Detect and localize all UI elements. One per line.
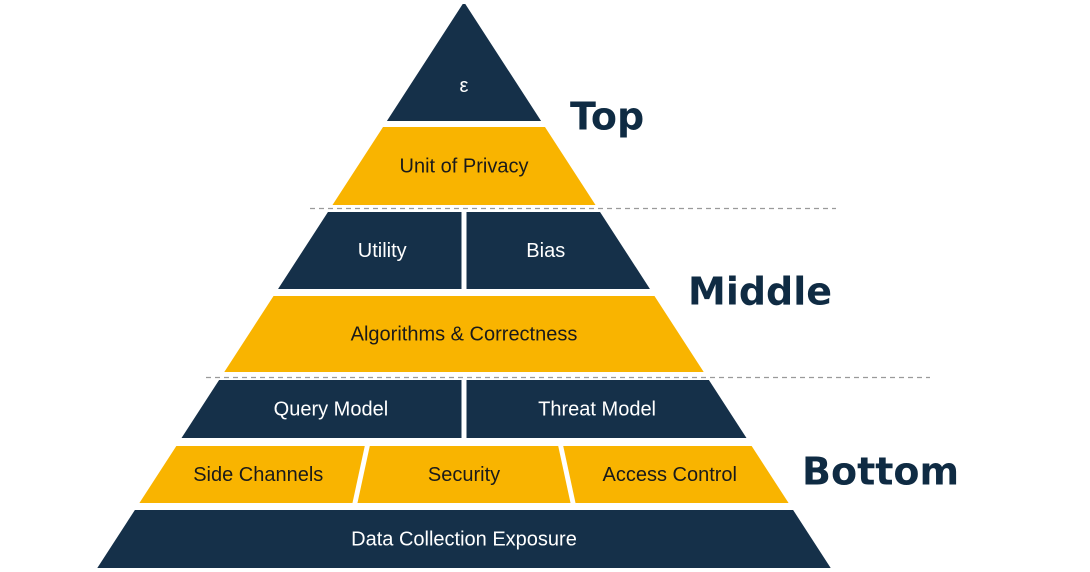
pyramid-cell-label-r1-c0: Unit of Privacy xyxy=(400,155,529,177)
pyramid-cell-r3-c0 xyxy=(224,296,704,372)
tier-label-top: Top xyxy=(570,95,644,139)
pyramid-cell-label-r2-c1: Bias xyxy=(526,240,565,262)
pyramid-cell-label-r3-c0: Algorithms & Correctness xyxy=(351,323,578,345)
pyramid-cell-label-r5-c2: Access Control xyxy=(603,464,738,486)
pyramid-cell-r1-c0 xyxy=(332,127,596,205)
pyramid-cell-label-r2-c0: Utility xyxy=(358,240,407,262)
pyramid-cell-label-r5-c0: Side Channels xyxy=(193,464,323,486)
pyramid-cell-label-r4-c1: Threat Model xyxy=(538,398,656,420)
pyramid-cell-r5-c2 xyxy=(563,446,789,503)
pyramid-cell-r2-c0 xyxy=(278,212,462,289)
pyramid-cell-r0-c0 xyxy=(386,4,542,121)
pyramid-cell-r5-c1 xyxy=(357,446,571,503)
pyramid-cell-r4-c1 xyxy=(466,380,747,438)
pyramid-cell-r5-c0 xyxy=(139,446,365,503)
pyramid-cell-label-r4-c0: Query Model xyxy=(274,398,389,420)
tier-label-bottom: Bottom xyxy=(802,450,959,494)
pyramid-cell-r2-c1 xyxy=(466,212,650,289)
pyramid-cell-r4-c0 xyxy=(181,380,462,438)
pyramid-cell-label-r0-c0: ε xyxy=(460,75,469,97)
pyramid-cell-label-r6-c0: Data Collection Exposure xyxy=(351,528,577,550)
pyramid-cell-r6-c0 xyxy=(97,510,831,568)
tier-label-middle: Middle xyxy=(688,270,832,314)
pyramid-cell-label-r5-c1: Security xyxy=(428,464,500,486)
